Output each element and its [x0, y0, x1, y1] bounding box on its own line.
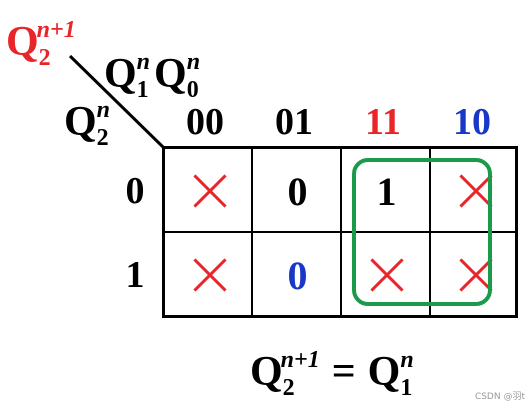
- row-var-sup: n: [96, 97, 111, 123]
- column-header-00: 00: [186, 101, 224, 143]
- eq-rhs-base: Q: [367, 349, 401, 395]
- dont-care-cross-icon: [193, 174, 227, 208]
- output-variable-sub: 2: [38, 45, 51, 71]
- row-var-sub: 2: [96, 125, 109, 151]
- cell-1-01: 0: [287, 252, 308, 298]
- eq-lhs-base: Q: [250, 349, 283, 395]
- row-variable: Q2n: [64, 98, 110, 150]
- column-header-10: 10: [453, 101, 491, 143]
- col-var-a-sub: 1: [136, 77, 149, 103]
- result-equation: Q2n+1=Q1n: [250, 348, 414, 400]
- col-var-b-sub: 0: [186, 77, 199, 103]
- cell-0-01: 0: [287, 168, 308, 214]
- eq-rhs-sub: 1: [400, 375, 413, 401]
- eq-equals: =: [331, 349, 356, 395]
- row-var-base: Q: [64, 99, 97, 145]
- output-variable-base: Q: [6, 19, 39, 65]
- cell-0-11: 1: [376, 168, 397, 214]
- grouping-loop: [352, 158, 492, 306]
- watermark: CSDN @羽t: [474, 392, 525, 402]
- cell-0-00: [165, 149, 254, 233]
- output-variable-sup: n+1: [36, 17, 76, 43]
- column-variables: Q1nQ0n: [104, 50, 200, 102]
- output-variable: Q2n+1: [6, 18, 76, 70]
- eq-rhs-sup: n: [400, 347, 414, 373]
- col-var-a-base: Q: [104, 51, 137, 97]
- col-var-a-sup: n: [136, 49, 151, 75]
- row-header-0: 0: [125, 170, 145, 212]
- eq-lhs-sup: n+1: [280, 347, 320, 373]
- column-header-11: 11: [365, 101, 401, 143]
- eq-lhs-sub: 2: [282, 375, 295, 401]
- karnaugh-map-grid: 0 1 0: [162, 146, 518, 318]
- grid-divider: [165, 231, 515, 233]
- col-var-b-base: Q: [154, 51, 187, 97]
- dont-care-cross-icon: [193, 258, 227, 292]
- col-var-b-sup: n: [186, 49, 201, 75]
- row-header-1: 1: [125, 254, 145, 296]
- column-header-01: 01: [275, 101, 313, 143]
- cell-1-00: [165, 233, 254, 317]
